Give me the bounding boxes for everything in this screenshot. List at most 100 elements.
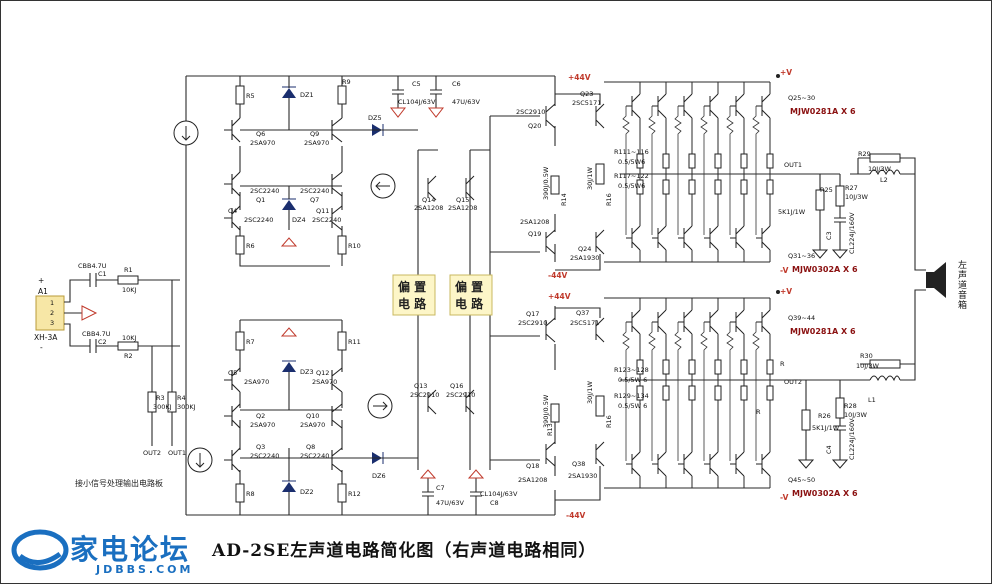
mjw-c-label: MJW0281A X 6 <box>790 327 856 336</box>
current-source-bottom-arrow <box>195 453 205 468</box>
inductor-l1 <box>869 375 901 382</box>
q9-label: Q9 <box>310 130 319 138</box>
base-resistor-chain <box>752 106 760 235</box>
r16b-resistor <box>595 395 605 417</box>
q38-type: 2SA1930 <box>568 472 597 480</box>
base-resistor-chain <box>648 106 656 235</box>
output-transistor-upper <box>756 309 771 335</box>
r-label-b: R <box>756 408 761 416</box>
output-transistor-lower <box>652 451 667 477</box>
q17-label: Q17 <box>526 310 539 318</box>
input-wire-plus <box>64 279 180 303</box>
r26-value: 5K1J/1W <box>812 424 840 432</box>
l2-label: L2 <box>880 176 888 184</box>
out1-input-label: OUT1 <box>168 449 186 457</box>
r14-resistor <box>550 175 560 195</box>
r14-value: 390J/0.5W <box>542 166 550 200</box>
emitter-resistor-upper <box>740 359 748 375</box>
speaker-label: 左声道音箱 <box>958 259 967 311</box>
r29-resistor <box>869 153 901 163</box>
output-transistor-lower <box>704 451 719 477</box>
emitter-resistor-lower <box>714 385 722 401</box>
c1-value: CBB4.7U <box>78 262 107 270</box>
q12-type: 2SA970 <box>312 378 337 386</box>
rail-nv-top: -V <box>780 266 789 275</box>
rail-node <box>776 290 780 294</box>
c7-value: 47U/63V <box>436 499 464 507</box>
r111-label: R111~116 <box>614 148 649 156</box>
output-transistor-upper <box>652 309 667 335</box>
q10-type: 2SA970 <box>300 421 325 429</box>
r129-label: R129~134 <box>614 392 649 400</box>
r28-label: R28 <box>844 402 857 410</box>
q6-type: 2SA970 <box>250 139 275 147</box>
dz4-label: DZ4 <box>292 216 306 224</box>
r28-resistor <box>835 397 845 419</box>
output-transistor-lower <box>756 451 771 477</box>
ground-symbol <box>81 305 98 321</box>
c3-value: CL224J/160V <box>848 212 856 254</box>
q11-label: Q11 <box>316 207 329 215</box>
q20-type: 2SC2910 <box>516 108 545 116</box>
q38-label: Q38 <box>572 460 585 468</box>
q18-type: 2SA1208 <box>518 476 547 484</box>
vas-transistors <box>427 175 475 415</box>
q5-label: Q5 <box>228 369 237 377</box>
r27-value: 10J/3W <box>845 193 869 201</box>
base-resistor-chain <box>674 106 682 235</box>
r5k1-label: 5K1J/1W <box>778 208 806 216</box>
r3-value: 300KJ <box>153 403 172 411</box>
speaker-icon-body <box>926 272 934 288</box>
rail-neg44-mid: -44V <box>548 271 568 280</box>
pin-3: 3 <box>50 319 54 327</box>
emitter-resistor-lower <box>766 385 774 401</box>
q39-44-label: Q39~44 <box>788 314 815 322</box>
q7-label: Q7 <box>310 196 319 204</box>
c8-value: CL104J/63V <box>480 490 518 498</box>
q15-label: Q15 <box>456 196 469 204</box>
c2-label: C2 <box>98 338 107 346</box>
base-resistor-chain <box>674 322 682 461</box>
output-transistor-upper <box>704 309 719 335</box>
connector-plus: + <box>38 276 44 285</box>
r4-resistor <box>167 391 177 413</box>
dz1-label: DZ1 <box>300 91 314 99</box>
r25-label: R25 <box>820 186 833 194</box>
r16a-value: 30J/1W <box>586 166 594 190</box>
base-resistor-chain <box>726 106 734 235</box>
q19-label: Q19 <box>528 230 541 238</box>
gnd-stage-bottom <box>280 327 298 337</box>
driver-input-wires <box>490 115 540 461</box>
q37-label: Q37 <box>576 309 589 317</box>
gnd-c5 <box>389 107 407 118</box>
q1-type: 2SC2240 <box>250 187 279 195</box>
rail-neg44-bottom: -44V <box>566 511 586 520</box>
r-label-a: R <box>780 360 785 368</box>
output-transistor-lower <box>704 225 719 251</box>
output-stage-bottom <box>604 290 780 489</box>
c6-label: C6 <box>452 80 461 88</box>
emitter-resistor-upper <box>714 359 722 375</box>
c8-label: C8 <box>490 499 499 507</box>
output-rail-line <box>604 297 770 489</box>
q2-label: Q2 <box>256 412 265 420</box>
r1-value: 10KJ <box>122 286 137 294</box>
output-transistor-lower <box>626 451 641 477</box>
emitter-resistor-lower <box>740 385 748 401</box>
r1-label: R1 <box>124 266 133 274</box>
r3-resistor <box>147 391 157 413</box>
base-resistor-chain <box>700 322 708 461</box>
connector-xh3a <box>35 295 65 331</box>
r29-label: R29 <box>858 150 871 158</box>
caps-c5-c6 <box>392 76 442 108</box>
r30-label: R30 <box>860 352 873 360</box>
emitter-resistor-lower <box>662 179 670 195</box>
r12-label: R12 <box>348 490 361 498</box>
stage-resistors <box>235 85 347 503</box>
bias-left-line2: 电 路 <box>398 296 427 311</box>
base-resistor-chain <box>622 106 630 235</box>
gnd-r26 <box>797 459 815 469</box>
zener-diodes <box>282 86 384 492</box>
r117-value: 0.5/5W6 <box>618 182 645 190</box>
current-source-mid-bottom-arrow <box>373 401 388 411</box>
